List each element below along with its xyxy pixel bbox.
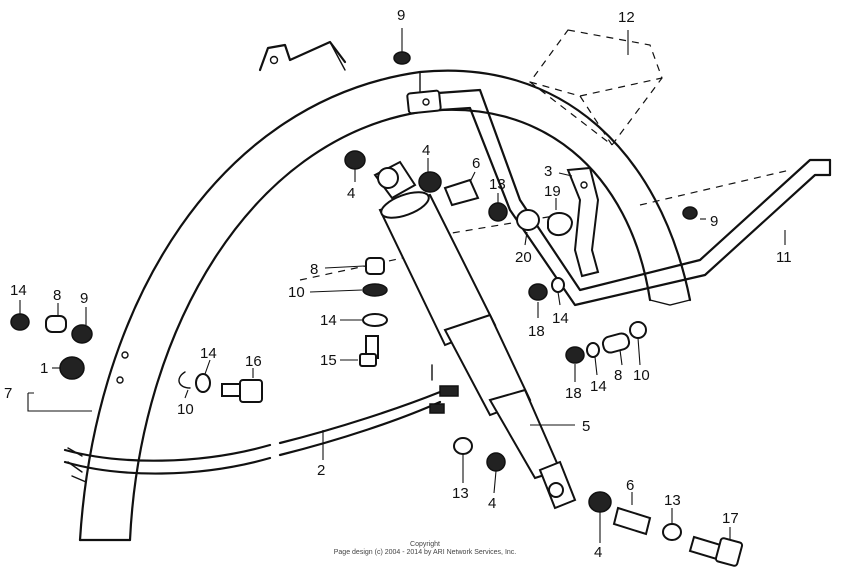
callout-19: 19 xyxy=(544,183,561,200)
upper-mount-hardware xyxy=(344,150,574,237)
callout-4-lower: 4 xyxy=(594,544,602,561)
battery-box xyxy=(529,29,663,146)
callout-8-right: 8 xyxy=(614,367,622,384)
callout-17: 17 xyxy=(722,510,739,527)
callout-18-lower: 18 xyxy=(565,385,582,402)
callout-7: 7 xyxy=(4,385,12,402)
callout-18-upper: 18 xyxy=(528,323,545,340)
fender-bracket xyxy=(258,40,347,72)
callout-10-centre: 10 xyxy=(288,284,305,301)
callout-labels: 9 12 4 4 6 13 3 19 20 9 11 8 10 14 15 18… xyxy=(4,7,792,561)
fender-stay xyxy=(406,88,832,307)
wiring-harness xyxy=(63,364,459,483)
callout-14-left: 14 xyxy=(10,282,27,299)
callout-13-lower-left: 13 xyxy=(452,485,469,502)
callout-8-left: 8 xyxy=(53,287,61,304)
copyright-line-2: Page design (c) 2004 - 2014 by ARI Netwo… xyxy=(334,549,517,556)
callout-9-right: 9 xyxy=(710,213,718,230)
callout-14-left-centre: 14 xyxy=(200,345,217,362)
callout-13-upper: 13 xyxy=(489,176,506,193)
callout-6-lower: 6 xyxy=(626,477,634,494)
callout-5: 5 xyxy=(582,418,590,435)
callout-4-upper-left: 4 xyxy=(347,185,355,202)
callout-14-right-upper: 14 xyxy=(552,310,569,327)
shock-absorber xyxy=(373,160,577,510)
copyright-line-1: Copyright xyxy=(410,541,440,548)
callout-13-lower: 13 xyxy=(664,492,681,509)
callout-3: 3 xyxy=(544,163,552,180)
left-hardware xyxy=(10,313,263,403)
callout-10-left: 10 xyxy=(177,401,194,418)
callout-10-right: 10 xyxy=(633,367,650,384)
rear-fender xyxy=(78,69,692,542)
callout-2: 2 xyxy=(317,462,325,479)
callout-9-left: 9 xyxy=(80,290,88,307)
callout-14-right-lower: 14 xyxy=(590,378,607,395)
callout-1: 1 xyxy=(40,360,48,377)
callout-4-lower-left: 4 xyxy=(488,495,496,512)
centre-hardware xyxy=(359,257,388,367)
copyright-notice: Copyright Page design (c) 2004 - 2014 by… xyxy=(334,541,517,556)
callout-16: 16 xyxy=(245,353,262,370)
callout-14-centre: 14 xyxy=(320,312,337,329)
callout-4-upper: 4 xyxy=(422,142,430,159)
callout-11: 11 xyxy=(776,249,792,266)
grommet xyxy=(393,51,411,65)
callout-8-centre: 8 xyxy=(310,261,318,278)
callout-20: 20 xyxy=(515,249,532,266)
lower-mount-hardware xyxy=(453,437,744,567)
callout-9-top: 9 xyxy=(397,7,405,24)
callout-12: 12 xyxy=(618,9,635,26)
callout-6-upper: 6 xyxy=(472,155,480,172)
clamp-bracket xyxy=(566,166,600,278)
leader-lines xyxy=(19,28,786,543)
right-hardware xyxy=(528,206,698,364)
callout-15: 15 xyxy=(320,352,337,369)
